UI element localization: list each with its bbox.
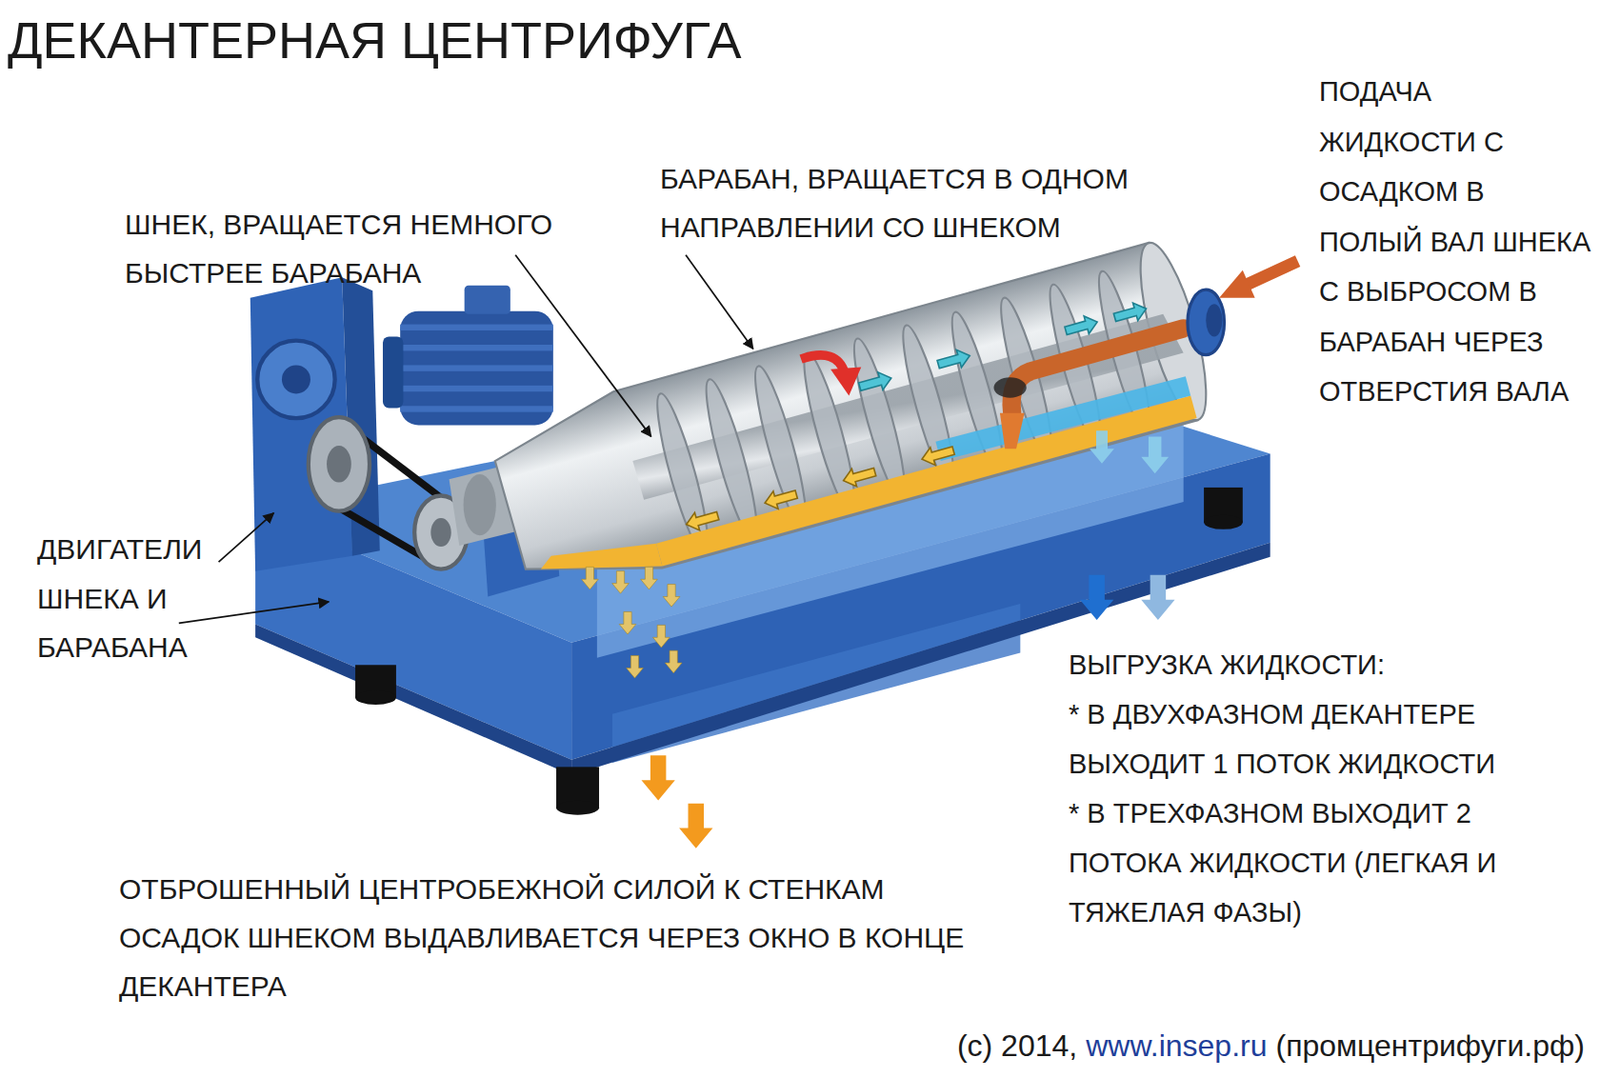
motor (400, 364, 554, 371)
feed-pipe (1011, 328, 1184, 414)
note-label: ОТБРОШЕННЫЙ ЦЕНТРОБЕЖНОЙ СИЛОЙ К СТЕНКАМ… (119, 864, 977, 1011)
belt-drive (308, 417, 370, 512)
note-label: * В ТРЕХФАЗНОМ ВЫХОДИТ 2 ПОТОКА ЖИДКОСТИ… (1068, 788, 1591, 938)
motor (400, 405, 554, 412)
sediment-flow-arrow (683, 441, 957, 534)
copyright-text: (промцентрифуги.рф) (1275, 1026, 1585, 1065)
copyright-text: www.insep.ru (1085, 1026, 1267, 1065)
note-label: ПОДАЧА ЖИДКОСТИ С ОСАДКОМ В ПОЛЫЙ ВАЛ ШН… (1319, 66, 1594, 418)
sediment-flow-arrow (762, 485, 800, 513)
solids-output-arrow (640, 755, 675, 800)
solids-output-arrow (640, 755, 713, 848)
motor (382, 336, 403, 408)
sediment-flow-arrow (919, 441, 956, 469)
drive-housing (257, 340, 335, 419)
part-label: ШНЕК, ВРАЩАЕТСЯ НЕМНОГО БЫСТРЕЕ БАРАБАНА (124, 200, 659, 298)
leader-line (179, 601, 329, 623)
belt-drive (326, 445, 352, 483)
rotating-drum (495, 242, 1199, 570)
liquid-flow-arrow (936, 346, 973, 374)
motor (464, 285, 511, 315)
feed-pipe (1000, 413, 1025, 449)
leader-line (179, 255, 754, 624)
note-label: * В ДВУХФАЗНОМ ДЕКАНТЕРЕ ВЫХОДИТ 1 ПОТОК… (1068, 689, 1591, 789)
solids-discharge-arrow (653, 624, 671, 648)
note-group: ВЫГРУЗКА ЖИДКОСТИ:* В ДВУХФАЗНОМ ДЕКАНТЕ… (1068, 640, 1591, 938)
feed-arrow (1219, 270, 1255, 299)
feed-pipe (993, 328, 1183, 449)
leader-line (219, 513, 275, 562)
solids-discharge-arrow (581, 566, 682, 679)
liquid-flow-arrow (1062, 313, 1100, 340)
belt-drive (308, 417, 468, 570)
sediment-layer (656, 396, 1198, 567)
copyright-text: (c) 2014, (957, 1026, 1078, 1065)
feed-bearing (1187, 289, 1225, 356)
machine-feet (556, 800, 600, 816)
solids-discharge-arrow (612, 571, 630, 595)
leader-line (685, 255, 754, 350)
rotating-drum (495, 237, 1220, 570)
liquid-discharge-arrow (1089, 430, 1115, 463)
drive-housing (250, 277, 380, 571)
diagram-title: ДЕКАНТЕРНАЯ ЦЕНТРИФУГА (7, 9, 741, 71)
feed-arrow (1219, 260, 1298, 299)
motor (400, 324, 554, 331)
motor (400, 344, 554, 351)
motor (400, 311, 554, 426)
motor (382, 285, 554, 426)
liquid-flow-arrow (857, 300, 1149, 397)
liquid-flow-arrow (857, 369, 894, 397)
sediment-layer (540, 543, 662, 570)
liquid-output-arrow (1080, 575, 1114, 620)
machine-feet (355, 690, 397, 705)
copyright-line: (c) 2014,www.insep.ru(промцентрифуги.рф) (957, 1026, 1585, 1065)
motor (400, 385, 554, 392)
feed-pipe (993, 377, 1026, 398)
liquid-output-arrow (1140, 575, 1175, 620)
sediment-flow-arrow (840, 462, 878, 490)
liquid-discharge-arrow (1089, 430, 1169, 474)
liquid-flow-arrow (1112, 300, 1149, 327)
part-label: БАРАБАН, ВРАЩАЕТСЯ В ОДНОМ НАПРАВЛЕНИИ С… (660, 154, 1232, 252)
note-label: ВЫГРУЗКА ЖИДКОСТИ: (1068, 640, 1591, 690)
machine-feet (1203, 515, 1243, 530)
liquid-output-arrow (1080, 575, 1176, 620)
drive-housing (281, 364, 311, 394)
feed-bearing (1187, 289, 1225, 356)
leader-line (515, 255, 651, 438)
rotation-arrow (800, 355, 861, 397)
solids-discharge-arrow (662, 584, 680, 608)
solids-discharge-arrow (581, 566, 600, 590)
machine-base (255, 623, 572, 776)
bearing-block (463, 474, 497, 536)
part-label: ДВИГАТЕЛИ ШНЕКА И БАРАБАНА (37, 524, 238, 673)
belt-drive (430, 518, 451, 547)
sediment-flow-arrow (683, 506, 720, 534)
feed-arrow (1246, 260, 1299, 285)
feed-bearing (1205, 303, 1222, 337)
rotation-arrow (830, 367, 861, 397)
solids-discharge-arrow (640, 566, 659, 590)
liquid-discharge-arrow (1140, 437, 1169, 475)
solids-discharge-arrow (626, 656, 644, 680)
solids-output-arrow (679, 803, 713, 849)
solids-discharge-arrow (619, 611, 637, 635)
solids-discharge-arrow (664, 650, 682, 674)
